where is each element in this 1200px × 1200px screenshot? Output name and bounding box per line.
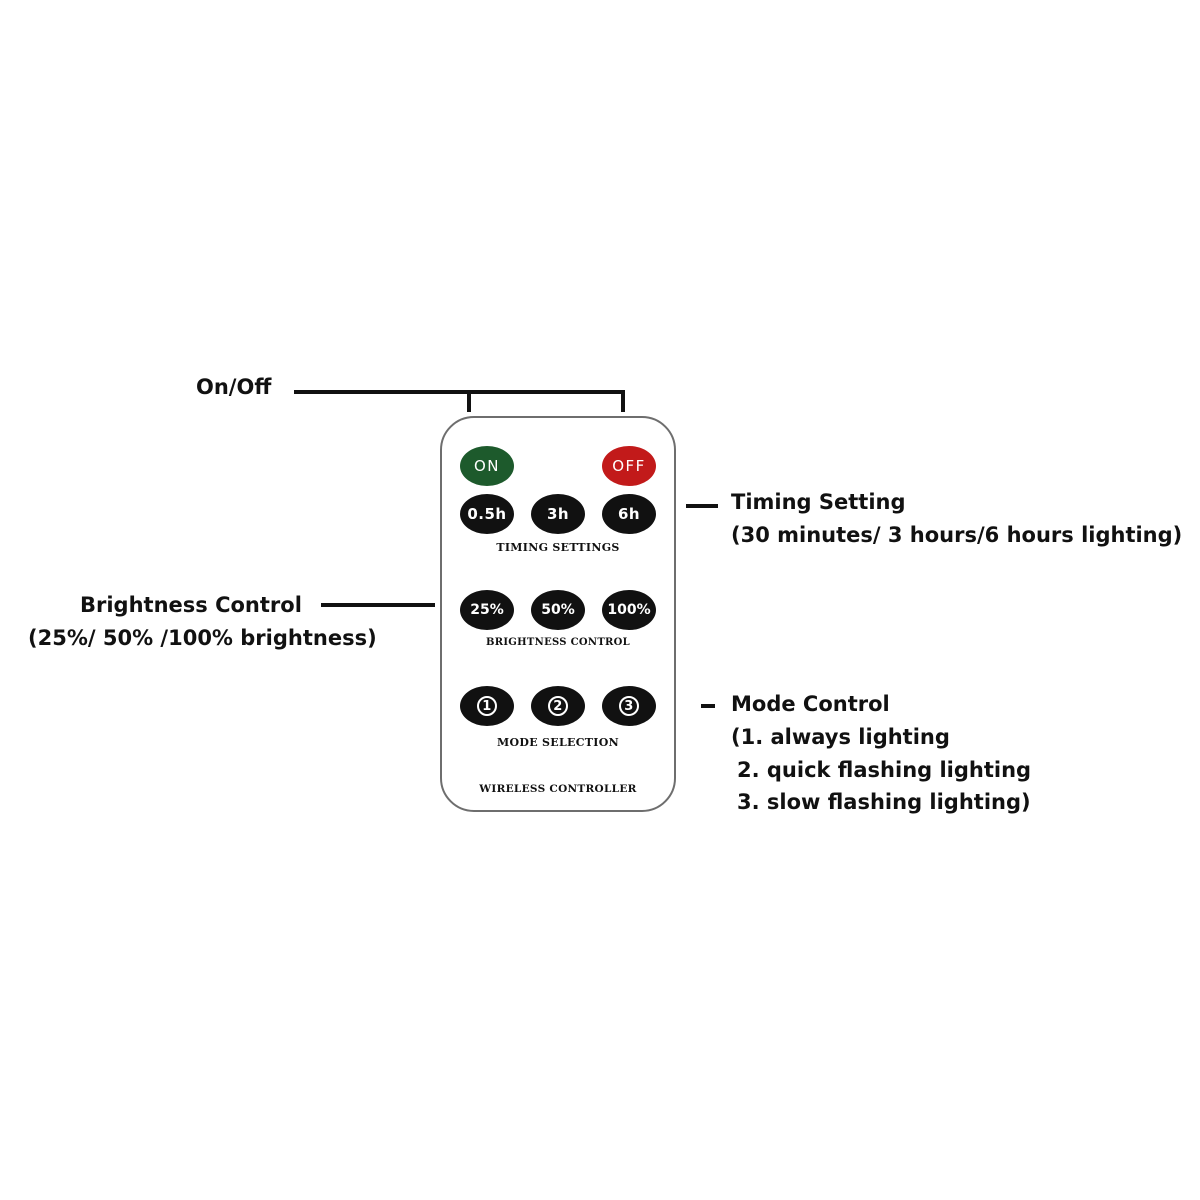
mode-callout-line3: 3. slow flashing lighting) <box>737 790 1031 814</box>
mode-2-button[interactable]: 2 <box>531 686 585 726</box>
brightness-callout-title: Brightness Control <box>80 593 302 617</box>
brightness-leader-line <box>321 603 435 607</box>
mode-selection-label: MODE SELECTION <box>497 736 619 749</box>
timing-6h-button[interactable]: 6h <box>602 494 656 534</box>
circled-number-2-icon: 2 <box>548 696 568 716</box>
mode-1-button[interactable]: 1 <box>460 686 514 726</box>
brightness-control-label: BRIGHTNESS CONTROL <box>485 637 631 648</box>
mode-callout-line1: (1. always lighting <box>731 725 950 749</box>
mode-leader-line <box>701 704 715 708</box>
timing-leader-line <box>686 504 718 508</box>
timing-3h-button[interactable]: 3h <box>531 494 585 534</box>
wireless-controller-label: WIRELESS CONTROLLER <box>479 783 637 795</box>
wireless-remote-controller: ON OFF 0.5h 3h 6h TIMING SETTINGS 25% 50… <box>440 416 676 812</box>
timing-callout-title: Timing Setting <box>731 490 906 514</box>
circled-number-1-icon: 1 <box>477 696 497 716</box>
mode-callout-title: Mode Control <box>731 692 890 716</box>
timing-callout-detail: (30 minutes/ 3 hours/6 hours lighting) <box>731 523 1183 547</box>
mode-3-button[interactable]: 3 <box>602 686 656 726</box>
brightness-50-button[interactable]: 50% <box>531 590 585 630</box>
mode-callout-line2: 2. quick flashing lighting <box>737 758 1032 782</box>
brightness-100-button[interactable]: 100% <box>602 590 656 630</box>
off-button[interactable]: OFF <box>602 446 656 486</box>
on-off-leader-line <box>294 390 625 394</box>
on-button[interactable]: ON <box>460 446 514 486</box>
timing-settings-label: TIMING SETTINGS <box>496 541 620 554</box>
brightness-callout-detail: (25%/ 50% /100% brightness) <box>28 626 377 650</box>
on-off-callout: On/Off <box>196 375 272 399</box>
brightness-25-button[interactable]: 25% <box>460 590 514 630</box>
circled-number-3-icon: 3 <box>619 696 639 716</box>
off-leader-tick <box>621 390 625 412</box>
timing-0-5h-button[interactable]: 0.5h <box>460 494 514 534</box>
on-leader-tick <box>467 390 471 412</box>
